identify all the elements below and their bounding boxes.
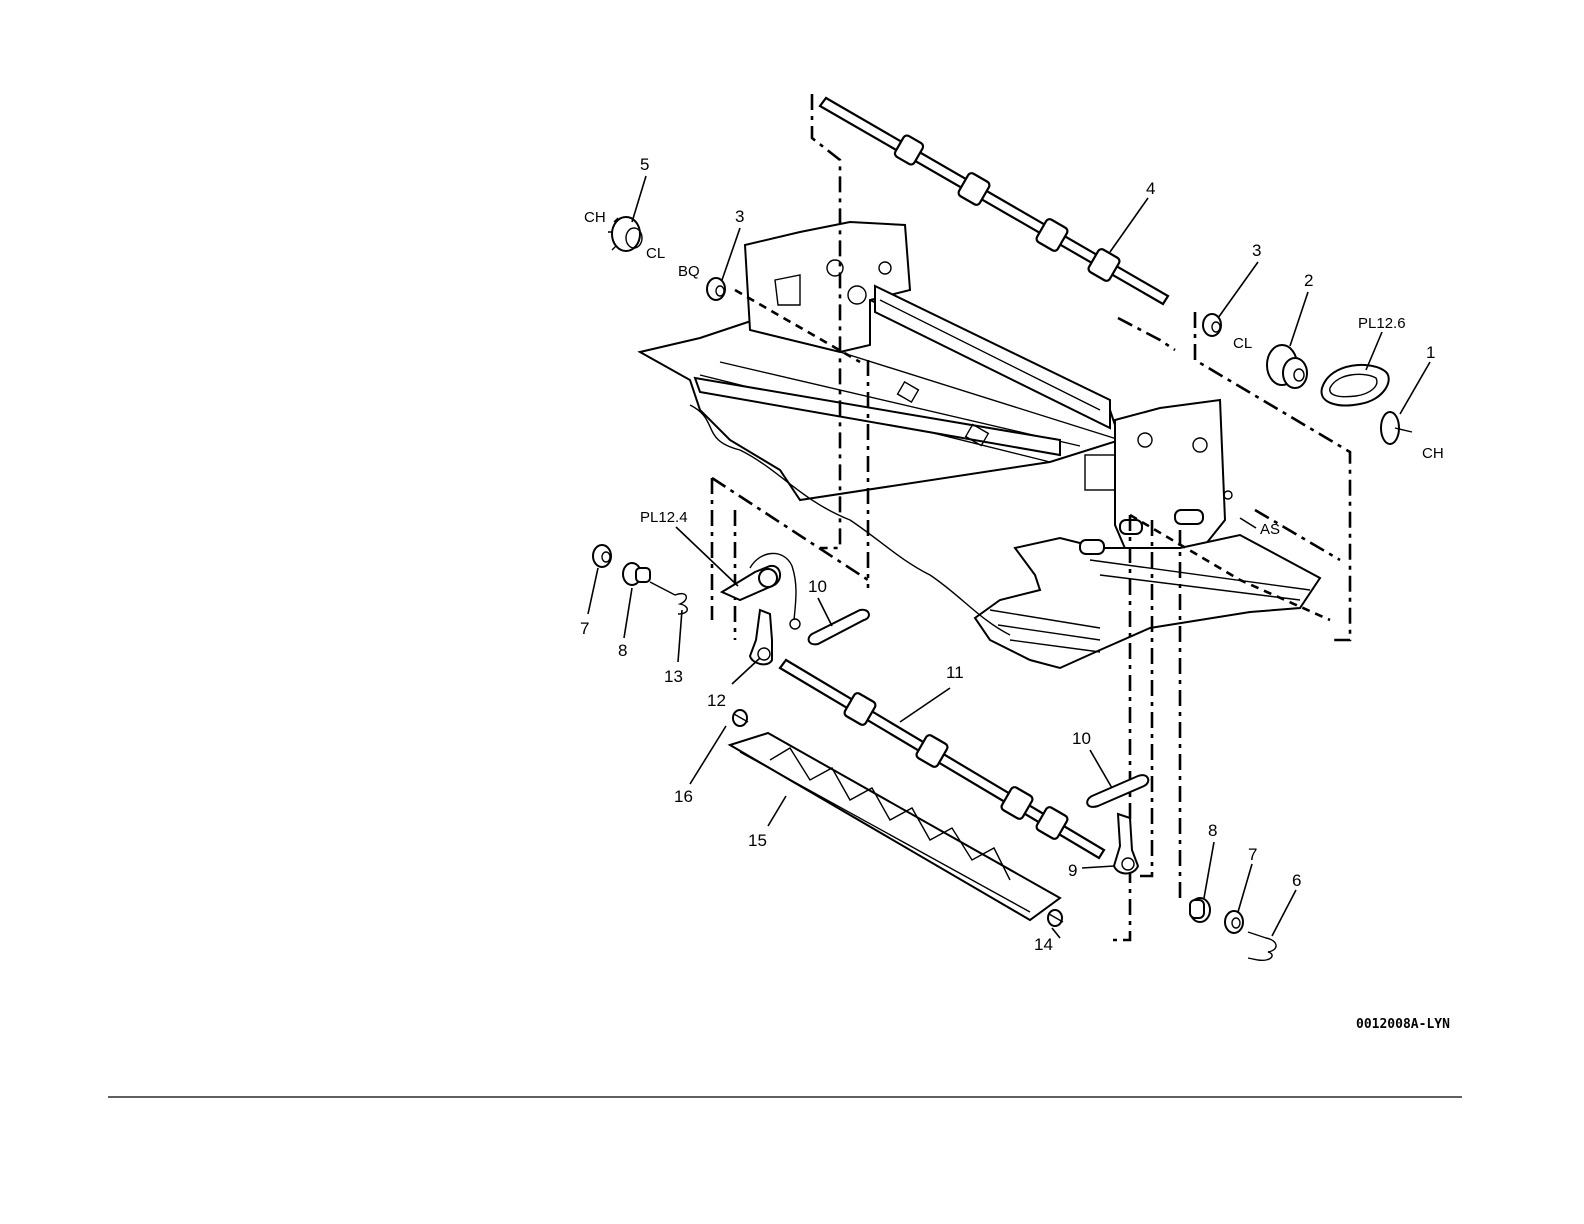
callout-13: 13 (664, 667, 683, 686)
bushing-8-left-icon (623, 563, 650, 585)
bearing-7-left-icon (593, 545, 611, 567)
callout-5: 5 (640, 155, 649, 174)
callout-2: 2 (1304, 271, 1313, 290)
tag-cl-right: CL (1233, 335, 1252, 352)
tag-cl-left: CL (646, 245, 665, 262)
callout-16: 16 (674, 787, 693, 806)
actuator-9-icon (1114, 814, 1138, 874)
roller-shaft-lower (780, 660, 1104, 858)
callout-8-left: 8 (618, 641, 627, 660)
link-10-left-icon (809, 610, 869, 645)
callout-3-left: 3 (735, 207, 744, 226)
paper-guide (730, 733, 1060, 920)
actuator-12-icon (750, 610, 772, 664)
callout-3-right: 3 (1252, 241, 1261, 260)
callout-11: 11 (946, 663, 964, 682)
callout-labels: 5 3 4 3 2 1 10 7 8 13 11 12 10 16 15 8 7… (580, 155, 1435, 954)
callout-10-right: 10 (1072, 729, 1091, 748)
ref-pl12-6: PL12.6 (1358, 315, 1406, 332)
bushing-8-right-icon (1190, 898, 1210, 922)
callout-6: 6 (1292, 871, 1301, 890)
callout-4: 4 (1146, 179, 1155, 198)
figure-id: 0012008A-LYN (1356, 1017, 1450, 1032)
link-10-right-icon (1087, 775, 1148, 807)
tag-ch-right: CH (1422, 445, 1444, 462)
ref-pl12-4: PL12.4 (640, 509, 688, 526)
gear-5-icon (608, 217, 642, 251)
frame-assembly (640, 222, 1320, 668)
bearing-3-left-icon (707, 278, 725, 300)
callout-7-right: 7 (1248, 845, 1257, 864)
callout-10-left: 10 (808, 577, 827, 596)
spring-14-icon (1048, 910, 1063, 926)
callout-8-right: 8 (1208, 821, 1217, 840)
spring-6-icon (1248, 932, 1276, 960)
bearing-7-right-icon (1225, 911, 1243, 933)
callout-9: 9 (1068, 861, 1077, 880)
pulley-1-icon (1381, 412, 1412, 444)
belt-icon (1322, 365, 1389, 406)
callout-1: 1 (1426, 343, 1435, 362)
callout-7-left: 7 (580, 619, 589, 638)
spring-13-icon (650, 582, 687, 614)
callout-15: 15 (748, 831, 767, 850)
tag-bq: BQ (678, 263, 700, 280)
tag-ch-left: CH (584, 209, 606, 226)
callout-12: 12 (707, 691, 726, 710)
callout-14: 14 (1034, 935, 1053, 954)
tag-as: AS (1260, 521, 1280, 538)
gear-2-icon (1267, 345, 1307, 388)
spring-16-icon (733, 710, 748, 726)
